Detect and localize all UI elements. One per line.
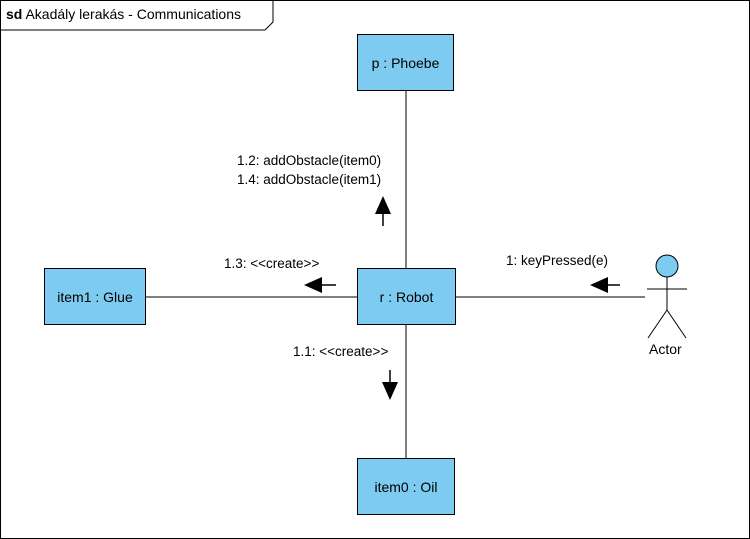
arrow-key-pressed	[590, 277, 620, 293]
actor-figure[interactable]	[647, 254, 687, 339]
message-create-glue[interactable]: 1.3: <<create>>	[224, 256, 320, 271]
message-add-obstacle-0[interactable]: 1.2: addObstacle(item0)	[237, 153, 382, 168]
frame-title: Akadály lerakás - Communications	[25, 6, 241, 22]
message-create-oil[interactable]: 1.1: <<create>>	[293, 344, 389, 359]
frame-header: sd Akadály lerakás - Communications	[6, 6, 241, 22]
object-robot-label: r : Robot	[379, 288, 434, 305]
arrow-create-oil	[382, 370, 398, 400]
object-phoebe[interactable]: p : Phoebe	[357, 34, 454, 91]
object-phoebe-label: p : Phoebe	[371, 54, 440, 71]
object-oil-label: item0 : Oil	[374, 478, 438, 495]
object-glue-label: item1 : Glue	[57, 288, 133, 305]
actor-head	[655, 254, 679, 278]
object-robot[interactable]: r : Robot	[357, 268, 456, 325]
frame-tab-outline	[1, 1, 274, 31]
message-key-pressed[interactable]: 1: keyPressed(e)	[506, 253, 609, 268]
object-glue[interactable]: item1 : Glue	[44, 268, 146, 325]
arrow-create-glue	[304, 277, 336, 293]
object-oil[interactable]: item0 : Oil	[357, 458, 455, 515]
actor-label: Actor	[649, 341, 682, 357]
message-add-obstacle-1[interactable]: 1.4: addObstacle(item1)	[237, 172, 382, 187]
arrow-add-obstacle	[375, 196, 391, 226]
frame-keyword: sd	[6, 6, 23, 22]
